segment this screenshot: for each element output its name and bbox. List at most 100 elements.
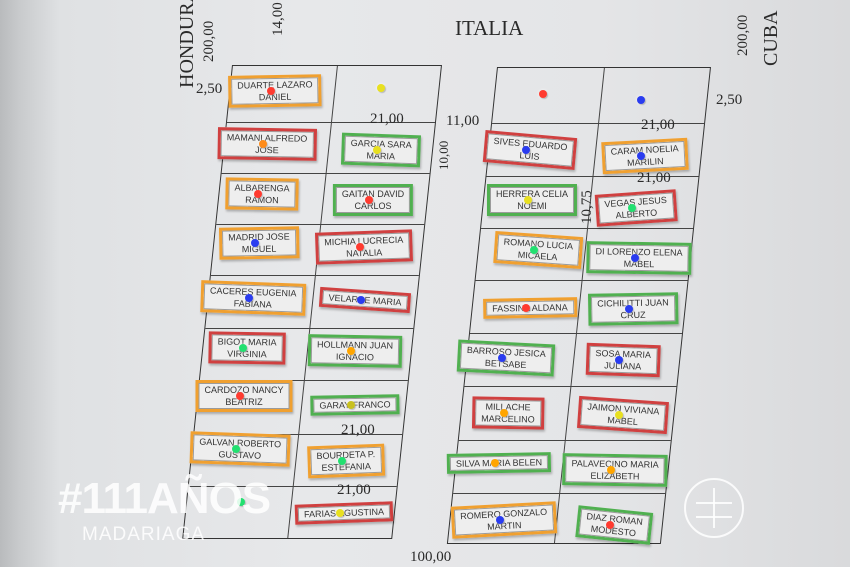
- dimension-label: 200,00: [201, 20, 217, 62]
- lot-name-line: IGNACIO: [335, 351, 374, 363]
- map-pin-icon: [625, 305, 633, 313]
- lot-name-line: CRUZ: [620, 309, 646, 321]
- lot-line: [458, 440, 671, 441]
- lot-line: [210, 275, 419, 276]
- lot-name-line: DANIEL: [258, 91, 292, 103]
- lot-name-tag: FASSINA ALDANA: [483, 297, 577, 319]
- lot-name-tag: FARIAS AGUSTINA: [294, 501, 394, 525]
- lot-line: [469, 333, 683, 334]
- map-pin-icon: [615, 411, 623, 419]
- map-pin-icon: [500, 409, 508, 417]
- dimension-label: 21,00: [370, 111, 404, 127]
- lot-name-tag: BOURDETA P.ESTEFANIA: [307, 443, 385, 479]
- lot-line: [453, 493, 666, 494]
- lot-name-line: GARCIA SARA: [350, 137, 412, 151]
- map-pin-icon: [232, 445, 240, 453]
- dimension-label: 2,50: [196, 81, 223, 97]
- map-pin-icon: [607, 466, 615, 474]
- lot-name-line: MABEL: [623, 258, 655, 270]
- dimension-label: 14,00: [270, 2, 286, 36]
- lot-name-line: ESTEFANIA: [321, 461, 372, 473]
- map-pin-icon: [245, 294, 253, 302]
- map-pin-icon: [631, 254, 639, 262]
- lot-name-line: MILLACHE: [485, 401, 531, 413]
- plan-title: ITALIA: [455, 16, 524, 40]
- lot-name-line: BIGOT MARIA: [217, 336, 277, 348]
- map-pin-icon: [267, 87, 275, 95]
- map-pin-icon: [377, 84, 385, 92]
- map-pin-icon: [254, 190, 262, 198]
- map-pin-icon: [356, 243, 364, 251]
- map-pin-icon: [522, 146, 530, 154]
- lot-name-line: MIGUEL: [241, 243, 277, 255]
- map-pin-icon: [637, 96, 645, 104]
- map-pin-icon: [524, 196, 532, 204]
- dimension-label: 11,00: [446, 113, 480, 129]
- map-pin-icon: [338, 457, 346, 465]
- lot-name-line: MARCELINO: [481, 413, 535, 425]
- map-pin-icon: [336, 509, 344, 517]
- lot-name-tag: SILVA MARIA BELEN: [446, 452, 552, 474]
- map-pin-icon: [530, 246, 538, 254]
- lot-name-line: RAMON: [245, 194, 279, 206]
- map-pin-icon: [491, 459, 499, 467]
- municipal-logo-icon: [684, 478, 744, 538]
- lot-name-line: VIRGINIA: [227, 348, 267, 360]
- lot-line: [221, 173, 430, 174]
- lot-name-line: BEATRIZ: [225, 397, 263, 407]
- map-pin-icon: [522, 304, 530, 312]
- map-pin-icon: [347, 347, 355, 355]
- lot-name-line: HERRERA CELIA: [495, 189, 569, 199]
- lot-line: [226, 122, 436, 123]
- map-pin-icon: [615, 356, 623, 364]
- dimension-label: 21,00: [641, 117, 675, 133]
- dimension-label: 100,00: [410, 549, 452, 565]
- dimension-label: 10,00: [436, 140, 451, 170]
- map-pin-icon: [539, 90, 547, 98]
- map-pin-icon: [237, 498, 245, 506]
- lot-name-tag: CARDOZO NANCY BEATRIZ: [195, 380, 293, 412]
- lot-name-line: GARAY FRANCO: [319, 399, 391, 411]
- map-pin-icon: [347, 401, 355, 409]
- lot-line: [480, 228, 694, 229]
- dimension-label: 2,50: [716, 92, 743, 108]
- map-pin-icon: [498, 354, 506, 362]
- lot-name-line: GAITAN DAVID: [341, 189, 405, 199]
- lot-name-line: HOLLMANN JUAN: [317, 339, 394, 351]
- lot-name-line: CARDOZO NANCY: [204, 385, 284, 395]
- lot-name-line: ELIZABETH: [590, 470, 640, 482]
- dimension-label: 21,00: [337, 482, 371, 498]
- lot-name-line: SILVA MARIA BELEN: [455, 457, 543, 469]
- lot-name-line: JOSE: [255, 144, 279, 156]
- lot-name-line: FARIAS AGUSTINA: [303, 506, 385, 520]
- right-street-label: CUBA: [760, 10, 782, 66]
- map-pin-icon: [373, 146, 381, 154]
- map-pin-icon: [496, 516, 504, 524]
- lot-name-line: PALAVECINO MARIA: [571, 458, 659, 470]
- map-pin-icon: [628, 204, 636, 212]
- lot-line: [475, 280, 688, 281]
- map-pin-icon: [365, 196, 373, 204]
- watermark-place: MADARIAGA: [82, 524, 206, 545]
- map-pin-icon: [357, 296, 365, 304]
- map-pin-icon: [239, 344, 247, 352]
- lot-line: [464, 386, 677, 387]
- lot-name-line: MAMANI ALFREDO: [226, 132, 308, 144]
- watermark-hashtag: #111AÑOS: [58, 474, 271, 523]
- lot-line: [205, 328, 414, 329]
